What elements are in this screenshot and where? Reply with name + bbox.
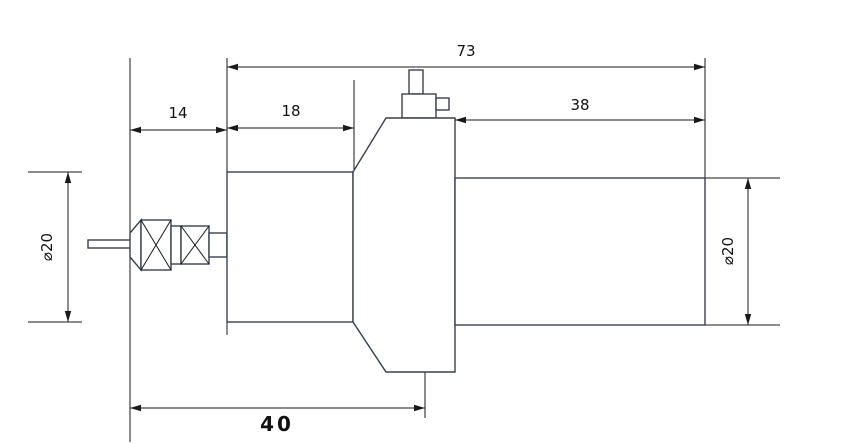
dim-mounting-40: 40 xyxy=(130,404,425,436)
connector-collar xyxy=(170,225,182,265)
dim-overall-label: 73 xyxy=(456,42,475,60)
connector-nose xyxy=(129,218,142,272)
connector-flange xyxy=(208,232,228,258)
dim-right-diameter-label: ⌀20 xyxy=(719,237,737,265)
cable-connector xyxy=(87,218,228,272)
dim-right-body-38: 38 xyxy=(455,96,705,124)
left-cylinder-body xyxy=(226,171,354,323)
right-cylinder-body xyxy=(454,177,706,326)
dim-mounting-label: 40 xyxy=(260,412,294,436)
connector-rod xyxy=(87,239,133,249)
dim-left-diameter-label: ⌀20 xyxy=(38,233,56,261)
gland-side-nub xyxy=(435,97,450,111)
dim-overall-73: 73 xyxy=(227,42,705,71)
dim-right-diameter-20: ⌀20 xyxy=(719,178,752,325)
hex-mounting-nut xyxy=(352,117,456,373)
gland-block xyxy=(401,93,437,119)
dim-left-body-18: 18 xyxy=(227,102,354,132)
dim-connector-label: 14 xyxy=(168,104,187,122)
gland-stem xyxy=(408,69,424,95)
dim-connector-14: 14 xyxy=(130,104,227,134)
top-cable-gland xyxy=(401,69,450,119)
dim-left-diameter-20: ⌀20 xyxy=(38,172,72,322)
dim-right-body-label: 38 xyxy=(570,96,589,114)
dim-left-body-label: 18 xyxy=(281,102,300,120)
